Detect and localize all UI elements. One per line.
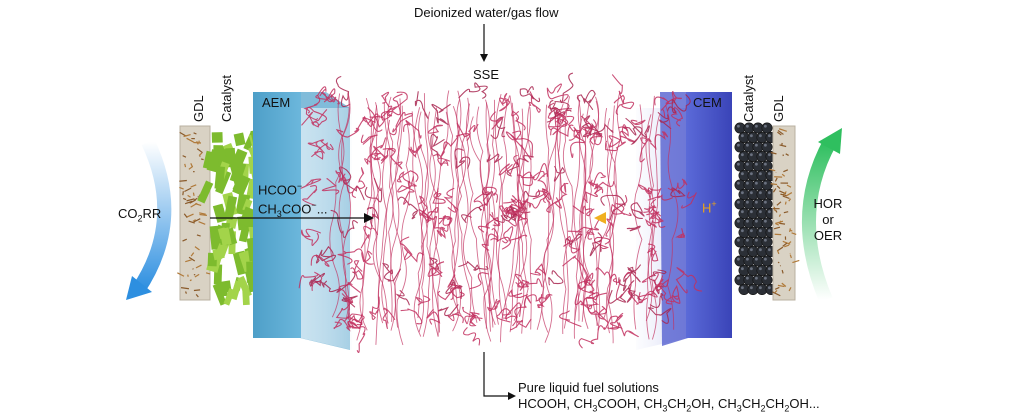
- aem-label: AEM: [262, 95, 291, 110]
- right-gdl-label: GDL: [771, 95, 786, 122]
- output-arrow: [483, 352, 510, 397]
- left-gdl-label: GDL: [191, 95, 206, 122]
- co2rr-label: CO2RR: [118, 206, 162, 224]
- co2rr-cycle-arrow: [132, 139, 172, 294]
- output-arrow-head: [508, 392, 516, 400]
- anion-arrow-head: [364, 213, 374, 223]
- left-catalyst-label: Catalyst: [219, 75, 234, 122]
- cem-side-face: [660, 92, 688, 346]
- left-gdl-fibers: [177, 131, 211, 298]
- proton-arrow-head: [594, 212, 606, 224]
- formate-label: HCOO−: [258, 181, 303, 198]
- cem-label: CEM: [693, 95, 722, 110]
- hor-oer-arrow-head: [818, 128, 842, 154]
- top-flow-label: Deionized water/gas flow: [414, 5, 559, 20]
- sse-polymer-network: [298, 72, 703, 353]
- right-gdl-fibers: [769, 128, 800, 297]
- output-products: HCOOH, CH3COOH, CH3CH2OH, CH3CH2CH2OH...: [518, 396, 820, 414]
- cem-membrane: [686, 92, 732, 338]
- co2rr-arrow-head: [126, 276, 152, 300]
- proton-label: H+: [702, 199, 717, 216]
- flow-arrow-head: [480, 54, 488, 62]
- aem-membrane: [253, 92, 301, 338]
- output-title: Pure liquid fuel solutions: [518, 380, 659, 395]
- right-catalyst-layer: [734, 122, 777, 295]
- acetate-label: CH3COO−...: [258, 200, 328, 219]
- sse-label: SSE: [473, 67, 500, 82]
- hor-oer-label: HOR or OER: [813, 196, 843, 243]
- left-gdl-layer: [179, 125, 211, 301]
- right-catalyst-label: Catalyst: [741, 75, 756, 122]
- hor-oer-cycle-arrow: [802, 138, 837, 303]
